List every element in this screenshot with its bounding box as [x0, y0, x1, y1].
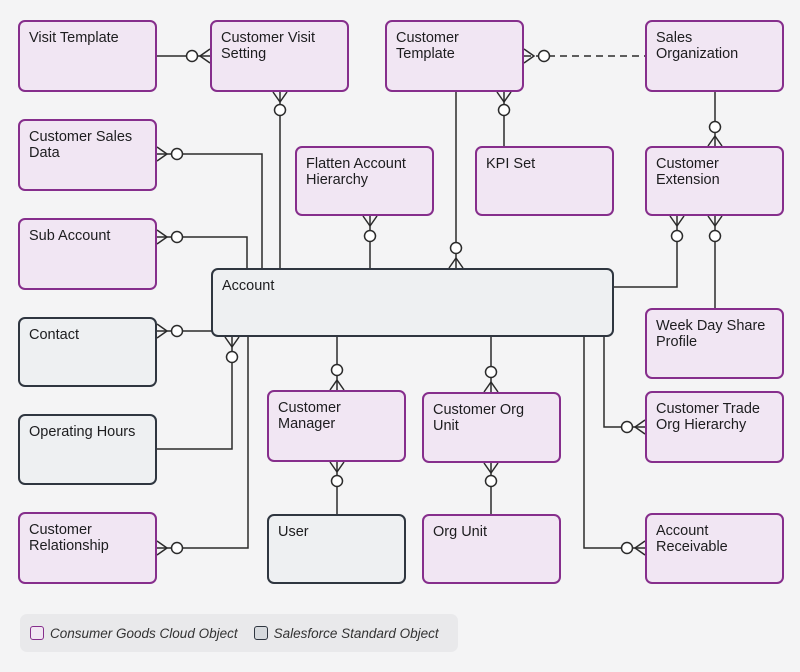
- entity-kpi-set[interactable]: KPI Set: [475, 146, 614, 216]
- link-relationship-account: [157, 337, 249, 549]
- entity-customer-manager[interactable]: Customer Manager: [267, 390, 406, 462]
- legend-swatch-standard: [253, 626, 268, 640]
- entity-label: Sales Organization: [656, 30, 739, 62]
- entity-customer-org-unit[interactable]: Customer Org Unit: [422, 392, 561, 463]
- entity-org-unit[interactable]: Org Unit: [422, 514, 561, 584]
- entity-label: Customer Relationship: [29, 522, 109, 554]
- entity-label: Customer Sales Data: [29, 129, 133, 161]
- link-account-trade-org: [603, 337, 645, 428]
- entity-label: Visit Template: [29, 30, 119, 46]
- entity-label: Flatten Account Hierarchy: [306, 156, 406, 188]
- entity-label: Org Unit: [433, 524, 487, 540]
- entity-label: User: [278, 524, 309, 540]
- entity-label: Account: [222, 278, 275, 294]
- entity-label: Operating Hours: [29, 424, 136, 440]
- link-sales-data-account: [157, 153, 263, 268]
- entity-label: Sub Account: [29, 228, 111, 244]
- entity-label: Customer Org Unit: [433, 402, 525, 434]
- entity-account[interactable]: Account: [211, 268, 614, 337]
- entity-user[interactable]: User: [267, 514, 406, 584]
- entity-label: Customer Visit Setting: [221, 30, 316, 62]
- entity-week-day-share-profile[interactable]: Week Day Share Profile: [645, 308, 784, 379]
- legend-label-consumer-goods: Consumer Goods Cloud Object: [50, 625, 238, 641]
- entity-customer-trade-org-hierarchy[interactable]: Customer Trade Org Hierarchy: [645, 391, 784, 463]
- link-operating-hours-account: [157, 337, 233, 450]
- entity-contact[interactable]: Contact: [18, 317, 157, 387]
- entity-account-receivable[interactable]: Account Receivable: [645, 513, 784, 584]
- entity-customer-template[interactable]: Customer Template: [385, 20, 524, 92]
- legend-label-standard: Salesforce Standard Object: [273, 625, 439, 641]
- entity-customer-visit-setting[interactable]: Customer Visit Setting: [210, 20, 349, 92]
- legend: Consumer Goods Cloud Object Salesforce S…: [20, 614, 458, 652]
- entity-label: Customer Trade Org Hierarchy: [656, 401, 760, 433]
- entity-operating-hours[interactable]: Operating Hours: [18, 414, 157, 485]
- entity-label: Week Day Share Profile: [656, 318, 766, 350]
- entity-visit-template[interactable]: Visit Template: [18, 20, 157, 92]
- entity-customer-sales-data[interactable]: Customer Sales Data: [18, 119, 157, 191]
- entity-flatten-account-hierarchy[interactable]: Flatten Account Hierarchy: [295, 146, 434, 216]
- link-account-receivable: [583, 337, 645, 549]
- entity-label: Customer Template: [396, 30, 459, 62]
- entity-label: Contact: [29, 327, 79, 343]
- entity-customer-relationship[interactable]: Customer Relationship: [18, 512, 157, 584]
- entity-label: Account Receivable: [656, 523, 728, 555]
- entity-sales-organization[interactable]: Sales Organization: [645, 20, 784, 92]
- link-sub-account: [157, 236, 248, 268]
- entity-label: Customer Manager: [278, 400, 341, 432]
- legend-swatch-consumer-goods: [30, 626, 44, 640]
- entity-customer-extension[interactable]: Customer Extension: [645, 146, 784, 216]
- entity-label: KPI Set: [486, 156, 536, 172]
- entity-label: Customer Extension: [656, 156, 720, 188]
- link-extension-account: [614, 216, 678, 288]
- entity-sub-account[interactable]: Sub Account: [18, 218, 157, 290]
